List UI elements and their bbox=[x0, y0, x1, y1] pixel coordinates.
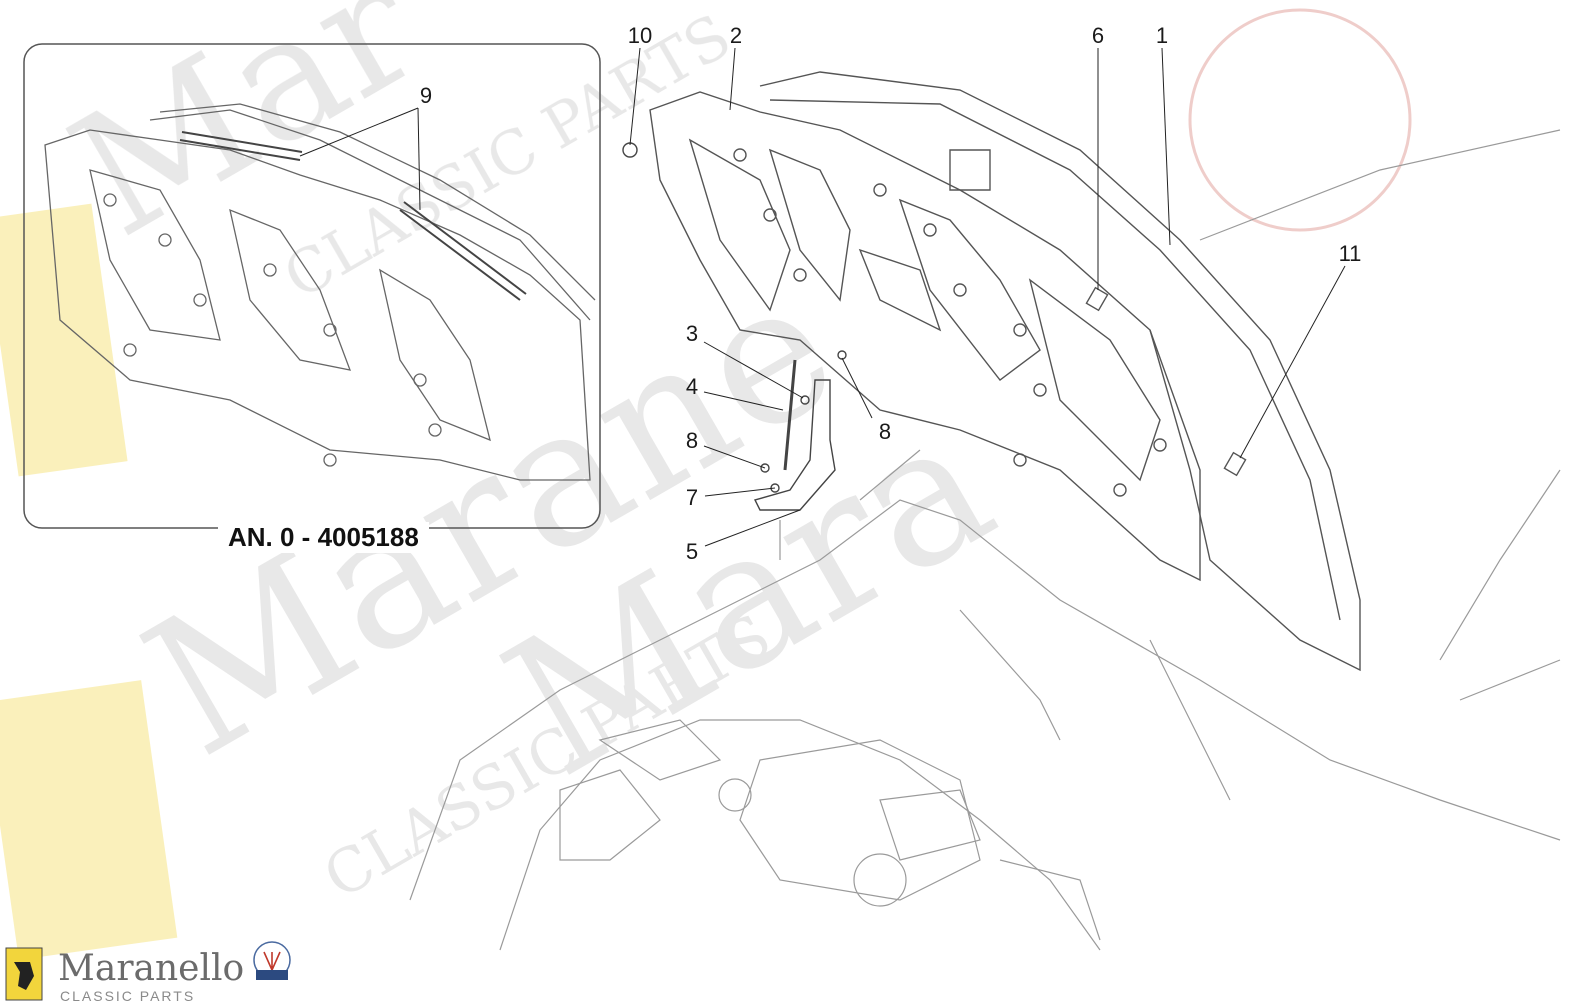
bonnet-panel bbox=[759, 71, 1361, 672]
callout-line-9a bbox=[299, 107, 419, 157]
logo-subtitle: CLASSIC PARTS bbox=[60, 988, 196, 1004]
car-body-engine-bay bbox=[409, 129, 1561, 951]
watermark: Mar Marane Mara CLASSIC PARTS CLASSIC PA… bbox=[42, 0, 1026, 913]
inset-seal-strips bbox=[179, 131, 527, 301]
watermark-badges bbox=[0, 8, 1412, 960]
inset-caption: AN. 0 - 4005188 bbox=[218, 522, 429, 553]
callout-1: 1 bbox=[1155, 23, 1169, 48]
hinge-and-strut bbox=[753, 350, 847, 511]
prancing-horse-badge-icon bbox=[5, 947, 43, 1001]
hood-insulation-liner bbox=[649, 91, 1201, 582]
callout-9: 9 bbox=[419, 83, 433, 108]
callout-7: 7 bbox=[685, 485, 699, 510]
inset-hood-liner bbox=[44, 103, 596, 481]
callout-5: 5 bbox=[685, 539, 699, 564]
trident-badge-icon bbox=[253, 941, 291, 980]
callout-10: 10 bbox=[627, 23, 653, 48]
callout-4: 4 bbox=[685, 374, 699, 399]
callout-2: 2 bbox=[729, 23, 743, 48]
callout-6: 6 bbox=[1091, 23, 1105, 48]
callout-8b: 8 bbox=[685, 428, 699, 453]
callout-11: 11 bbox=[1338, 241, 1362, 266]
fastener-10 bbox=[622, 142, 638, 158]
callout-8a: 8 bbox=[878, 419, 892, 444]
callout-line-9b bbox=[417, 107, 421, 211]
logo-brand: Maranello bbox=[58, 948, 245, 989]
callout-leader-lines bbox=[629, 47, 1346, 547]
callout-3: 3 bbox=[685, 321, 699, 346]
